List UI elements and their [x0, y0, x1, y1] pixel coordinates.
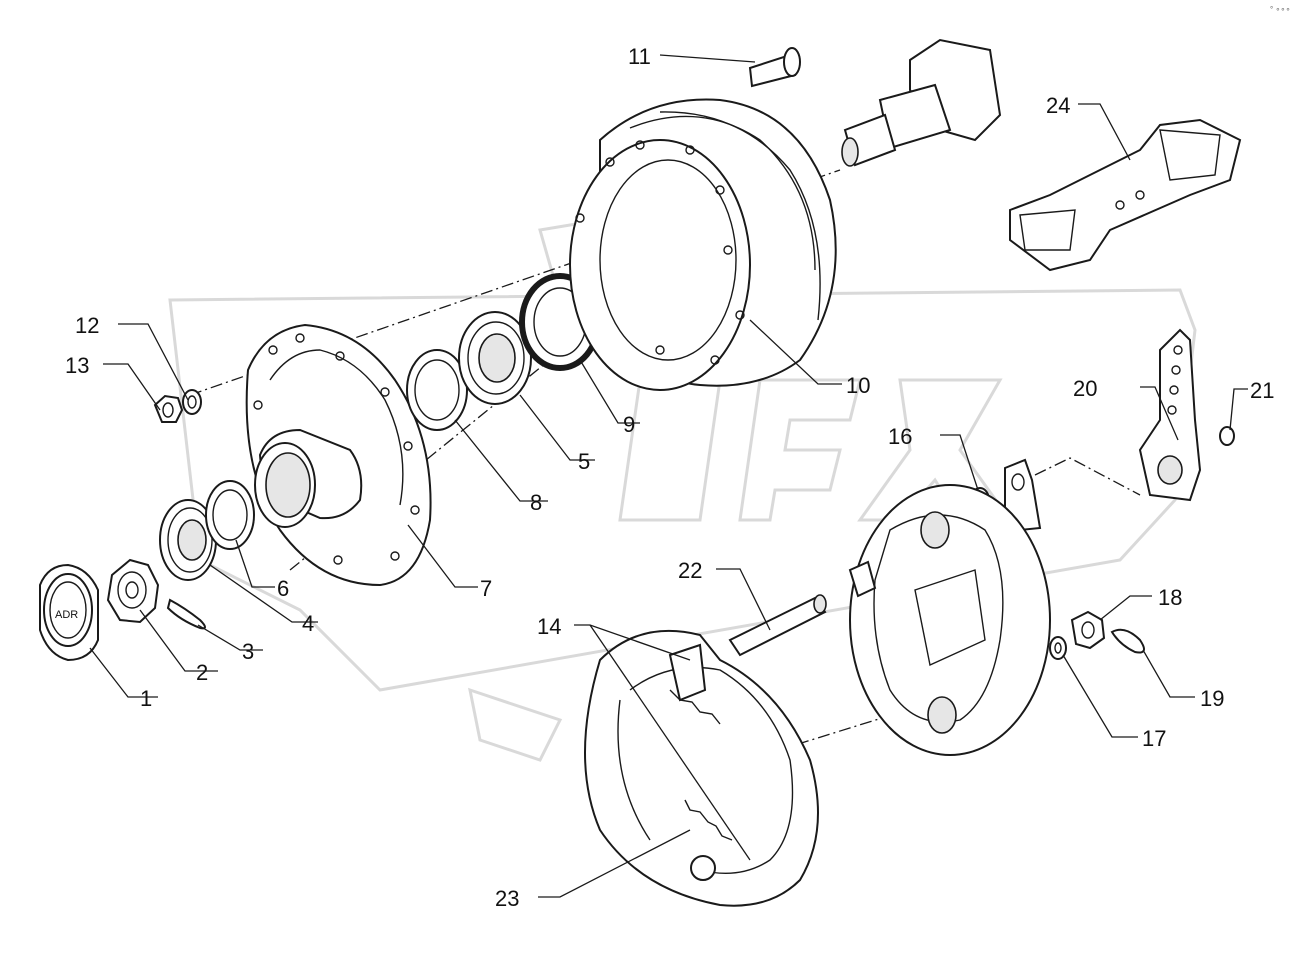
hub-bolt-holes [253, 333, 420, 565]
leader-lines [89, 54, 1248, 898]
axle-washer [1049, 636, 1067, 660]
callout-6: 6 [277, 576, 289, 601]
callout-labels: 1 2 3 4 5 6 7 8 9 10 11 12 13 14 16 17 1… [65, 44, 1274, 911]
axle-stub [841, 38, 1002, 167]
callout-11: 11 [628, 44, 651, 69]
brake-back-plate [849, 484, 1051, 756]
brake-camshaft [728, 560, 877, 657]
callout-4: 4 [302, 611, 314, 636]
callout-1: 1 [140, 686, 152, 711]
callout-12: 12 [75, 313, 99, 338]
callout-2: 2 [196, 660, 208, 685]
slack-adjuster [1138, 328, 1202, 502]
callout-7: 7 [480, 576, 492, 601]
callout-22: 22 [678, 558, 702, 583]
callout-21: 21 [1250, 378, 1274, 403]
callout-5: 5 [578, 449, 590, 474]
inner-race-ring [406, 349, 468, 431]
axle-split-pin [1110, 628, 1145, 654]
callout-9: 9 [623, 412, 635, 437]
wheel-hub [245, 323, 432, 587]
corner-mark: ° ∘∘∘ [1270, 5, 1290, 14]
callout-16: 16 [888, 424, 912, 449]
axle-nut [1070, 610, 1106, 650]
shoe-return-spring [669, 689, 733, 841]
drum-bolt-holes [575, 140, 745, 365]
hub-cap-marking: ADR [55, 609, 78, 621]
retaining-clip [1219, 426, 1235, 446]
callout-20: 20 [1073, 376, 1097, 401]
brake-drum [569, 98, 837, 391]
callout-17: 17 [1142, 726, 1166, 751]
callout-18: 18 [1158, 585, 1182, 610]
hub-cap: ADR [39, 563, 99, 662]
callout-8: 8 [530, 490, 542, 515]
callout-10: 10 [846, 373, 870, 398]
split-pin [166, 598, 206, 630]
wheel-nut [153, 394, 184, 423]
mounting-bracket [1009, 118, 1242, 272]
brake-shoe-assembly [584, 629, 819, 907]
callout-14: 14 [537, 614, 561, 639]
castle-nut [106, 558, 160, 624]
inner-bearing [458, 311, 532, 405]
wheel-stud [748, 47, 801, 88]
callout-3: 3 [242, 639, 254, 664]
callout-24: 24 [1046, 93, 1070, 118]
outer-race-ring [205, 480, 255, 550]
callout-23: 23 [495, 886, 519, 911]
washer [182, 389, 202, 415]
callout-13: 13 [65, 353, 89, 378]
callout-19: 19 [1200, 686, 1224, 711]
